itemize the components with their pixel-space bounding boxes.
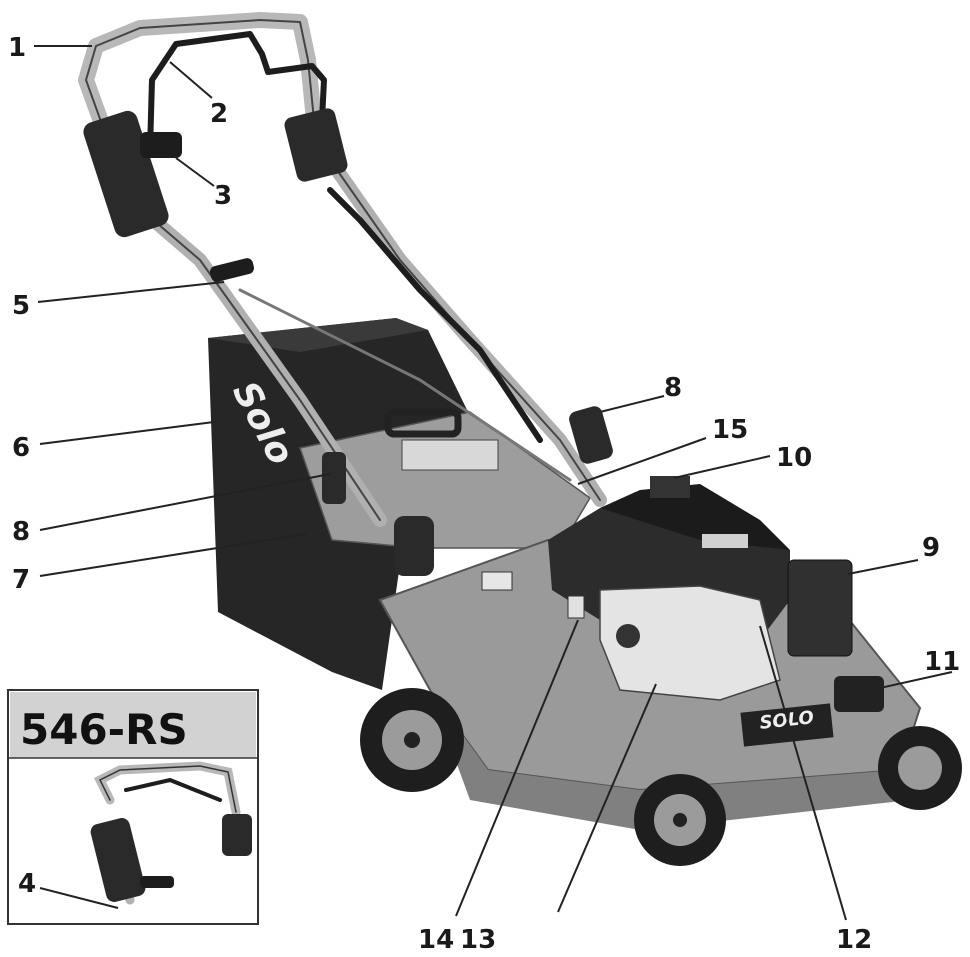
callout-15: 15 — [712, 415, 748, 445]
callout-7: 7 — [12, 565, 30, 595]
air-filter — [787, 559, 853, 657]
callout-14: 14 — [418, 925, 454, 955]
callout-11: 11 — [924, 647, 960, 677]
front-wheel-left — [634, 774, 726, 866]
inset-546rs: 546-RS 4 — [7, 689, 259, 925]
rear-wheel-left — [360, 688, 464, 792]
model-plate — [740, 703, 834, 747]
right-handle-control — [284, 108, 348, 182]
inset-control — [90, 818, 146, 902]
callout-8-right: 8 — [664, 373, 682, 403]
callout-5: 5 — [12, 291, 30, 321]
callout-2: 2 — [210, 99, 228, 129]
callout-6: 6 — [12, 433, 30, 463]
callout-12: 12 — [836, 925, 872, 955]
callout-9: 9 — [922, 533, 940, 563]
leader-lines — [34, 45, 953, 921]
callout-8-left: 8 — [12, 517, 30, 547]
callout-13: 13 — [460, 925, 496, 955]
inset-title: 546-RS — [20, 705, 188, 754]
left-handle-control — [83, 110, 182, 238]
callout-1: 1 — [8, 33, 26, 63]
rear-lever — [322, 452, 346, 504]
front-wheel-right — [878, 726, 962, 810]
front-lever — [569, 406, 613, 464]
callout-10: 10 — [776, 443, 812, 473]
fuel-cap — [834, 676, 884, 712]
side-knob — [394, 516, 434, 576]
callout-3: 3 — [214, 181, 232, 211]
callout-labels: 1 2 3 5 6 8 7 8 15 10 9 11 14 13 12 — [8, 33, 960, 955]
engine — [548, 476, 884, 712]
callout-4: 4 — [18, 869, 36, 899]
height-adjust-lever — [209, 258, 255, 282]
